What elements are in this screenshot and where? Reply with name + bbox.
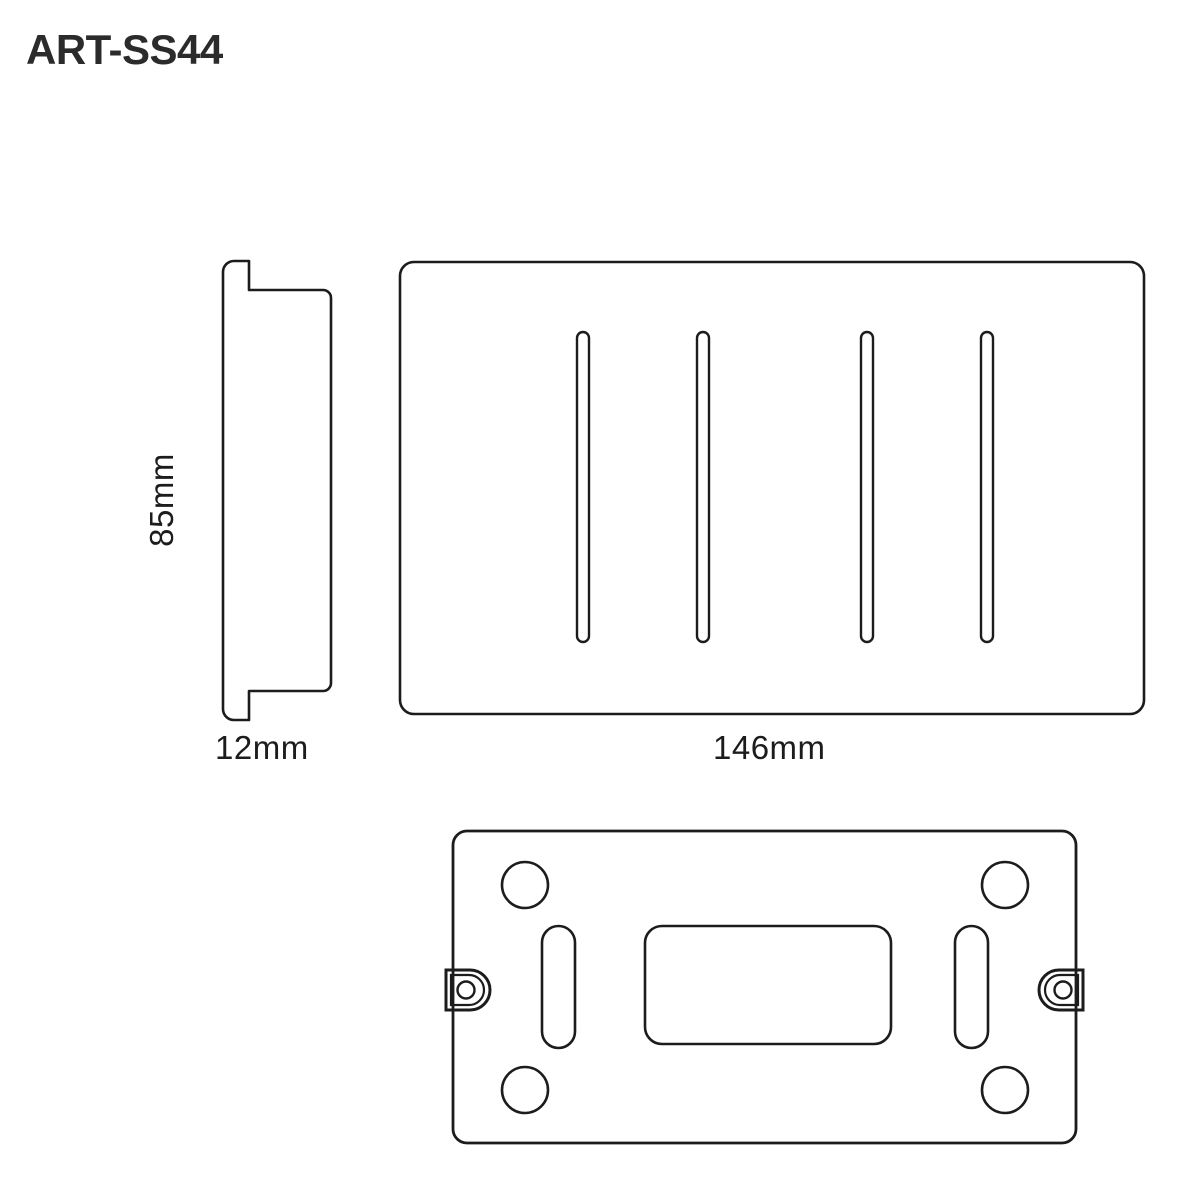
front-plate-outline bbox=[398, 260, 1146, 716]
front-plate-slot-1 bbox=[575, 330, 591, 644]
back-plate-central-aperture bbox=[643, 924, 893, 1046]
back-plate-slot-left bbox=[540, 924, 577, 1050]
dimension-label-height: 85mm bbox=[143, 453, 180, 547]
mounting-lug-right bbox=[1037, 968, 1085, 1012]
back-plate-hole-top-left bbox=[500, 860, 550, 910]
dimension-label-width: 146mm bbox=[713, 729, 826, 766]
dimension-label-thickness: 12mm bbox=[215, 729, 309, 766]
side-profile-view bbox=[221, 259, 333, 722]
side-profile-outline bbox=[221, 259, 333, 722]
front-plate-slot-4 bbox=[979, 330, 995, 644]
back-plate-view bbox=[444, 829, 1085, 1145]
front-plate-slot-2 bbox=[695, 330, 711, 644]
back-plate-outline bbox=[451, 829, 1078, 1145]
mounting-lug-right-hole bbox=[1053, 980, 1073, 1000]
mounting-lug-left-hole bbox=[456, 980, 476, 1000]
back-plate-hole-bottom-right bbox=[980, 1065, 1030, 1115]
page-title: ART-SS44 bbox=[26, 26, 223, 73]
back-plate-slot-right bbox=[953, 924, 990, 1050]
mounting-lug-left bbox=[444, 968, 492, 1012]
back-plate-hole-top-right bbox=[980, 860, 1030, 910]
front-plate-slot-3 bbox=[859, 330, 875, 644]
back-plate-hole-bottom-left bbox=[500, 1065, 550, 1115]
front-plate-view bbox=[398, 260, 1146, 716]
